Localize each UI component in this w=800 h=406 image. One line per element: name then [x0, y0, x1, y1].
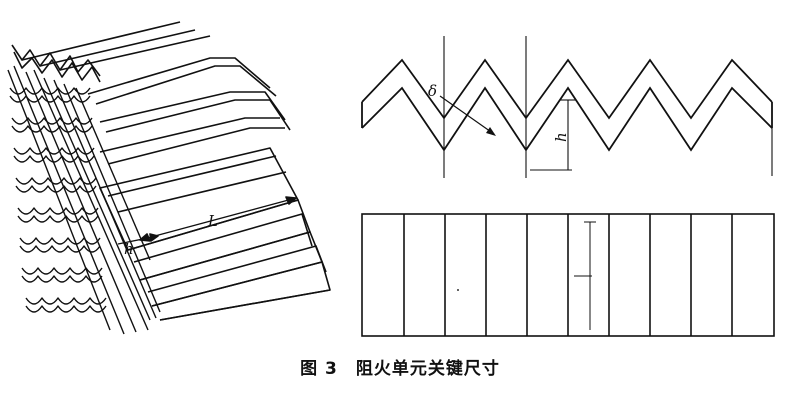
label-h-left: h [124, 240, 134, 258]
figure-caption: 图 3 阻火单元关键尺寸 [0, 354, 800, 379]
label-delta: δ [428, 82, 437, 100]
corrugated-layers [7, 65, 161, 335]
label-L: L [207, 212, 218, 230]
perspective-view [7, 21, 331, 335]
main-face [99, 147, 299, 251]
figure-caption-title: 阻火单元关键尺寸 [355, 359, 500, 379]
front-view [361, 213, 775, 337]
figure-caption-number: 图 3 [300, 359, 338, 379]
cross-section-inner-zigzag [361, 86, 773, 152]
cross-section-view [361, 36, 773, 178]
dimension-L-line [139, 197, 297, 241]
label-h-right: h [552, 132, 570, 142]
top-corrugated-edge [11, 44, 101, 77]
top-corrugated-edge-inner [13, 51, 101, 83]
stray-dot [457, 289, 459, 291]
dimension-delta-line [439, 95, 495, 135]
cross-section-outer-zigzag [361, 58, 773, 120]
